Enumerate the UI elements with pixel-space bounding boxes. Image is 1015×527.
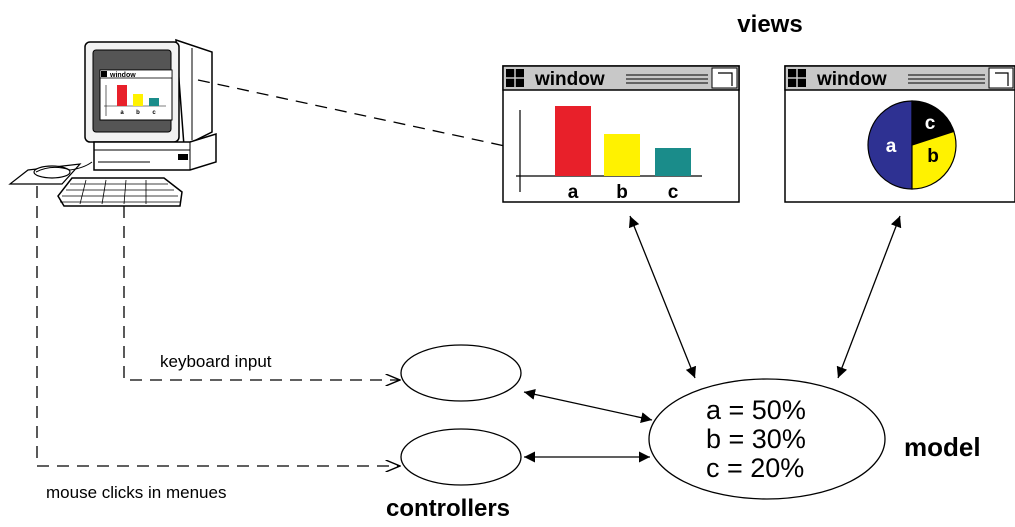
monitor-window-title: window — [109, 72, 136, 79]
mouse-controller-ellipse — [400, 428, 522, 486]
model-ellipse — [648, 378, 886, 500]
relation-arrows — [523, 215, 902, 463]
window-menu-icon[interactable] — [788, 69, 806, 87]
bar-c — [655, 148, 691, 176]
pie-view-window: window a bc — [784, 65, 1015, 203]
keyboard-controller-ellipse — [400, 344, 522, 402]
computer-icon: window a b c — [8, 38, 217, 207]
keyboard-controller-model-arrow — [523, 388, 653, 424]
connection-lines — [36, 79, 506, 466]
bar-label-a: a — [568, 182, 579, 203]
pie-label-c: c — [925, 113, 936, 134]
bar-a — [555, 106, 591, 176]
bar-b — [604, 134, 640, 176]
pie-slice-b — [911, 130, 957, 190]
keyboard-input-label: keyboard input — [160, 352, 272, 371]
bar-window-title: window — [534, 69, 605, 90]
model-value-b: b = 30% — [706, 424, 806, 454]
pie-slice-c — [911, 100, 955, 146]
window-menu-icon[interactable] — [506, 69, 524, 87]
pie-label-b: b — [927, 146, 939, 167]
monitor-label-c: c — [152, 110, 156, 116]
model-label: model — [904, 432, 981, 462]
bar-label-c: c — [668, 182, 679, 203]
controllers-label: controllers — [386, 495, 510, 522]
bar-view-model-arrow — [628, 215, 697, 379]
model-value-a: a = 50% — [706, 395, 806, 425]
bar-label-b: b — [616, 182, 628, 203]
monitor-label-a: a — [120, 110, 124, 116]
window-resize-icon[interactable] — [711, 67, 738, 89]
bar-view-window: window a b c — [502, 65, 740, 203]
title-stripes — [908, 74, 985, 84]
pie-view-model-arrow — [836, 215, 902, 379]
window-resize-icon[interactable] — [988, 67, 1014, 89]
title-stripes — [626, 74, 708, 84]
monitor-label-b: b — [136, 110, 140, 116]
mouse-clicks-label: mouse clicks in menues — [46, 483, 226, 502]
pie-label-a: a — [886, 136, 897, 157]
views-label: views — [737, 11, 802, 38]
monitor-to-view-line — [197, 79, 506, 147]
mouse-clicks-line — [36, 186, 400, 466]
pie-window-title: window — [816, 69, 887, 90]
model-value-c: c = 20% — [706, 453, 804, 483]
pie-slice-a — [867, 100, 913, 190]
